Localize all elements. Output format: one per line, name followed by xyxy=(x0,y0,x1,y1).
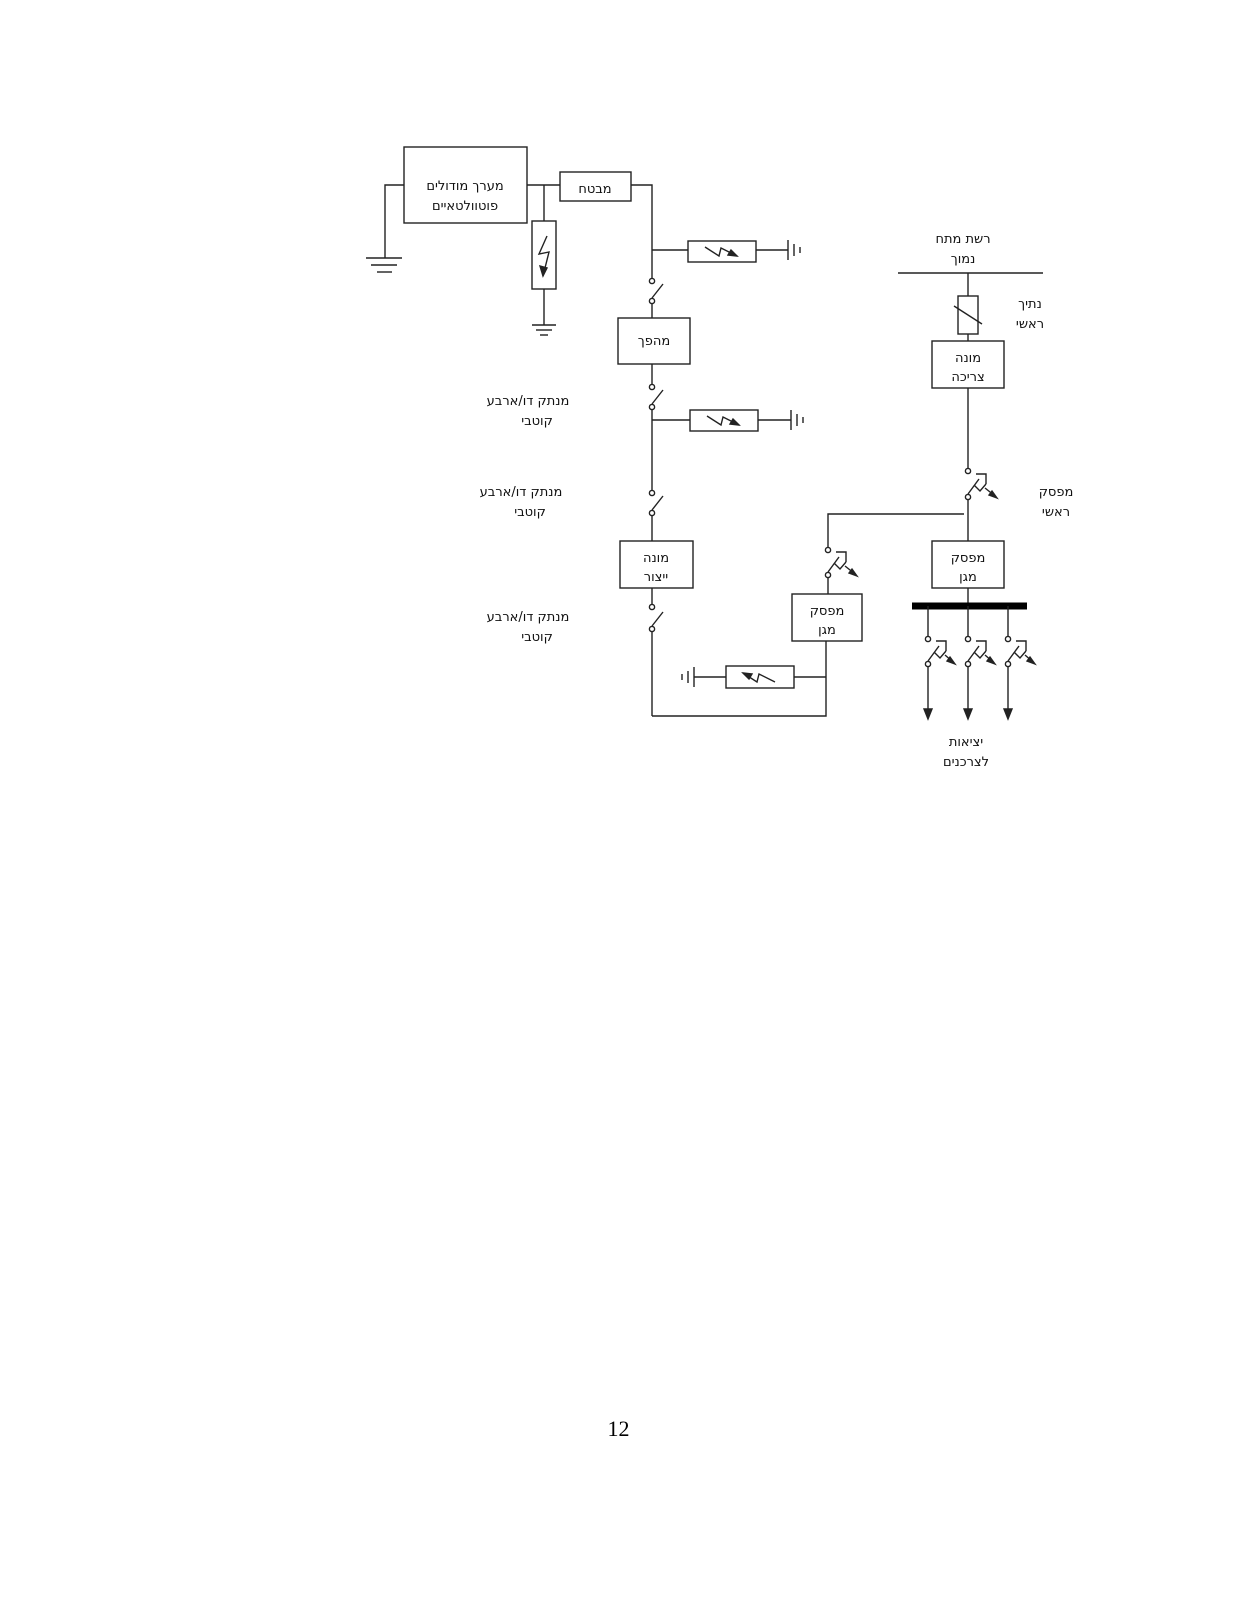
main-fuse-label-line2: ראשי xyxy=(1016,317,1044,332)
inverter-box xyxy=(617,317,691,365)
protection-breaker-left-label-line2: מגן xyxy=(818,623,836,638)
output-feeder-2 xyxy=(962,606,997,721)
main-fuse-label-line1: נתיך xyxy=(1018,297,1042,312)
fuse-block xyxy=(559,171,632,202)
production-meter-label-line2: ייצור xyxy=(644,570,668,585)
protection-breaker-right-label-line1: מפסק xyxy=(951,551,986,566)
surge-arrester-2 xyxy=(652,409,804,432)
surge-arrester-3 xyxy=(681,665,826,689)
outputs-label-line2: לצרכנים xyxy=(943,755,989,770)
fuse-block-label: מבטח xyxy=(578,182,611,197)
switch-label-3-line2: קוטבי xyxy=(521,630,553,645)
page-number: 12 xyxy=(607,1416,630,1441)
production-meter-box xyxy=(619,540,694,589)
main-fuse xyxy=(953,273,983,341)
fuse-output-wire xyxy=(631,184,653,250)
protection-breaker-right-label-line2: מגן xyxy=(959,570,977,585)
consumption-meter-label-line1: מונה xyxy=(955,351,981,366)
grid-label-line1: רשת מתח xyxy=(935,232,990,247)
pv-surge-arrester xyxy=(531,185,557,336)
surge-arrester-1 xyxy=(652,240,801,263)
protection-breaker-left-box xyxy=(791,593,863,642)
main-breaker xyxy=(964,388,999,541)
switch-label-1-line1: מנתק דו/ארבע xyxy=(487,394,570,409)
ac-switch-4 xyxy=(648,588,664,716)
dc-switch-1 xyxy=(648,250,664,318)
inverter-label: מהפך xyxy=(638,334,670,349)
pv-array-ground xyxy=(366,184,404,273)
dc-switch-2 xyxy=(648,364,664,420)
protection-breaker-left-switch xyxy=(824,513,964,594)
protection-breaker-left-label-line1: מפסק xyxy=(810,604,845,619)
main-breaker-label-line1: מפסק xyxy=(1039,485,1074,500)
grid-label-line2: נמוך xyxy=(951,252,976,267)
output-feeder-3 xyxy=(1002,606,1037,721)
pv-array-label-line1: מערך מודולים xyxy=(426,179,503,194)
production-meter-label-line1: מונה xyxy=(643,551,669,566)
pv-array-label-line2: פוטוולטאיים xyxy=(432,199,498,214)
switch-label-1-line2: קוטבי xyxy=(521,414,553,429)
switch-label-2-line2: קוטבי xyxy=(514,505,546,520)
outputs-label-line1: יציאות xyxy=(949,735,983,750)
bottom-loop-wire xyxy=(652,641,827,717)
main-breaker-label-line2: ראשי xyxy=(1042,505,1070,520)
consumption-meter-label-line2: צריכה xyxy=(951,370,984,385)
output-feeder-1 xyxy=(922,606,957,721)
switch-label-2-line1: מנתק דו/ארבע xyxy=(480,485,563,500)
ac-switch-3 xyxy=(648,420,664,541)
switch-label-3-line1: מנתק דו/ארבע xyxy=(487,610,570,625)
